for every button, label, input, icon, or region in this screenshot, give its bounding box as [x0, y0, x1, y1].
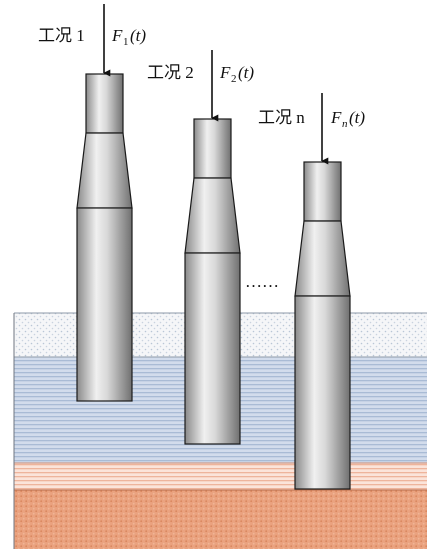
pile-n-top-section	[303, 161, 342, 222]
pile-2-taper-section	[184, 177, 241, 254]
load-case-1-subscript: 1	[123, 36, 129, 48]
load-case-2-subscript: 2	[231, 73, 237, 85]
soil-layer-thin	[14, 463, 427, 490]
pile-n	[294, 161, 351, 490]
pile-2-bottom-section	[184, 252, 241, 445]
load-case-1-force: F	[111, 26, 123, 45]
pile-n-taper-section	[294, 220, 351, 297]
pile-n-bottom-section	[294, 295, 351, 490]
load-case-n-force: F	[330, 108, 342, 127]
pile-2-top-section	[193, 118, 232, 179]
load-case-2-force: F	[219, 63, 231, 82]
soil-layer-bottom	[14, 490, 427, 549]
pile-1-bottom-section	[76, 207, 133, 402]
ellipsis: ……	[245, 272, 279, 291]
load-case-n-arg: (t)	[349, 108, 365, 127]
load-case-2-arg: (t)	[238, 63, 254, 82]
pile-2	[184, 118, 241, 445]
pile-1-top-section	[85, 73, 124, 134]
load-case-2-name: 工况 2	[147, 63, 194, 82]
load-case-1-name: 工况 1	[38, 26, 85, 45]
pile-1-taper-section	[76, 132, 133, 209]
load-case-1-arg: (t)	[130, 26, 146, 45]
load-case-n-name: 工况 n	[258, 108, 305, 127]
load-case-n-subscript: n	[342, 118, 348, 130]
pile-1	[76, 73, 133, 402]
